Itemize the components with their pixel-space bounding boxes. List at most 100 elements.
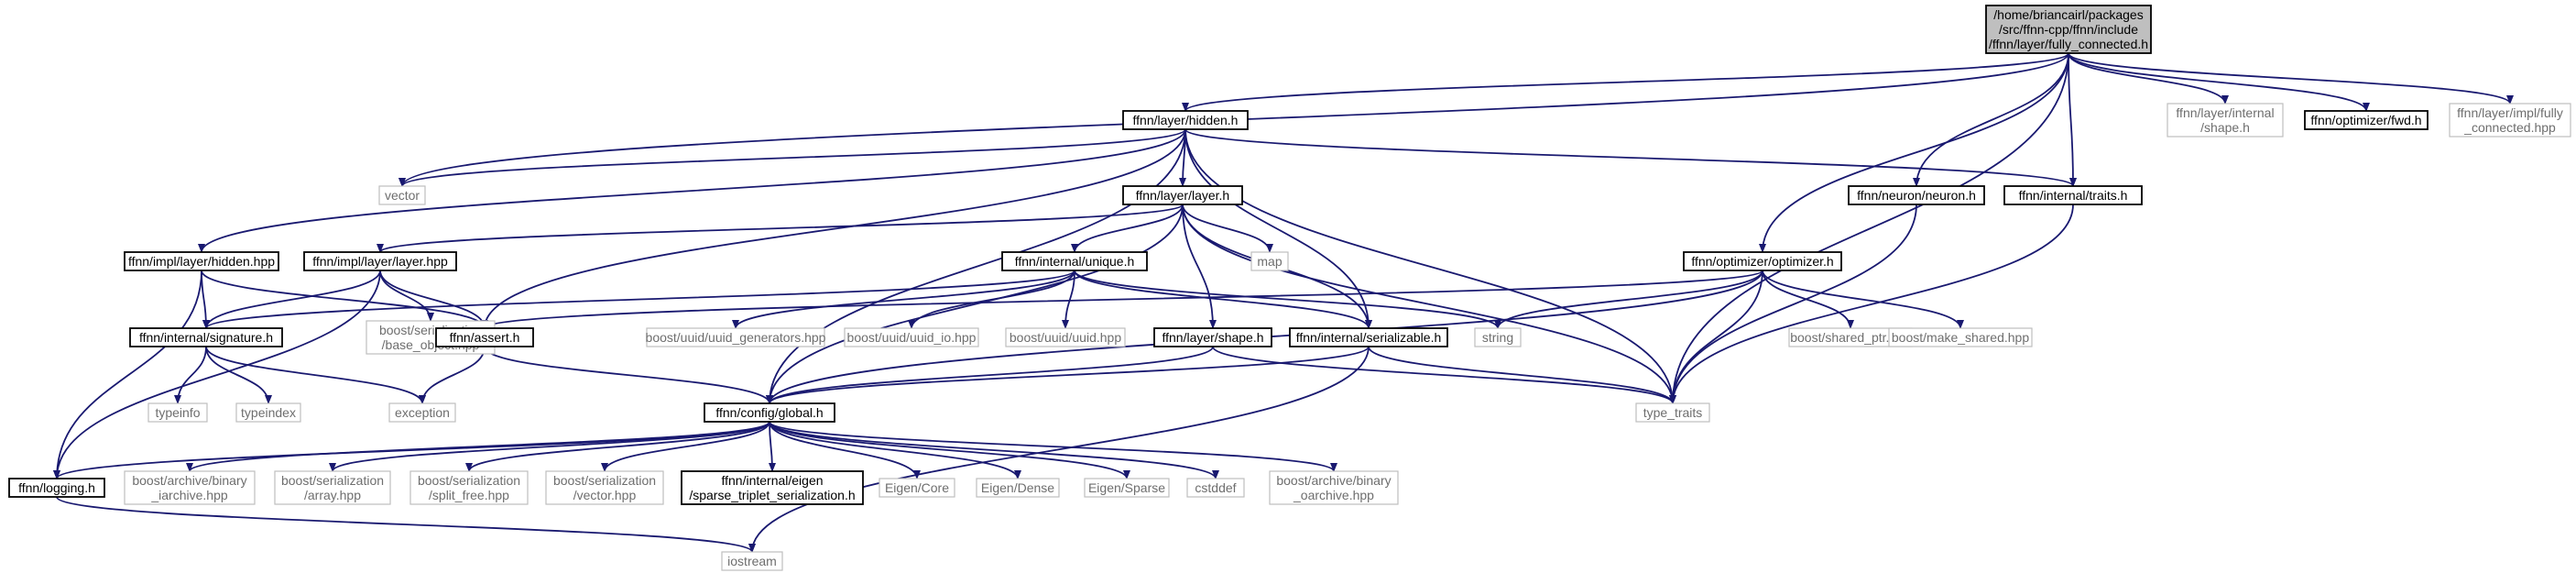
node-box (1001, 251, 1148, 271)
node-box (147, 402, 208, 423)
edge-global_h-to-eigen_core (769, 421, 921, 479)
node-box (844, 327, 979, 347)
node-serializable-h[interactable]: ffnn/internal/serializable.h (1289, 327, 1448, 347)
edge-hidden_h-to-vector (398, 128, 1186, 187)
node-eigen-triplet[interactable]: ffnn/internal/eigen/sparse_triplet_seria… (681, 470, 864, 505)
node-label: Eigen/Core (885, 480, 949, 495)
node-label: /home/briancairl/packages (1993, 7, 2143, 22)
edge-impl_hidden_hpp-to-assert_h (201, 270, 488, 329)
node-label: ffnn/assert.h (450, 330, 520, 345)
node-box (1186, 478, 1245, 498)
node-box (879, 478, 955, 498)
node-binary-iarchive: boost/archive/binary_iarchive.hpp (124, 470, 256, 505)
node-binary-oarchive: boost/archive/binary_oarchive.hpp (1269, 470, 1399, 505)
node-impl-layer-hpp[interactable]: ffnn/impl/layer/layer.hpp (303, 251, 457, 271)
node-label: ffnn/neuron/neuron.h (1857, 188, 1976, 203)
node-label: ffnn/optimizer/fwd.h (2310, 113, 2421, 127)
node-shared-ptr: boost/shared_ptr.hpp (1788, 327, 1913, 347)
node-box (1848, 185, 1985, 205)
node-box (8, 478, 105, 498)
node-label: ffnn/layer/internal (2176, 105, 2274, 120)
edge-impl_layer_hpp-to-signature_h (202, 270, 381, 329)
node-label: /ffnn/layer/fully_connected.h (1989, 37, 2148, 51)
node-box (2304, 110, 2429, 130)
node-ser-vector: boost/serialization/vector.hpp (545, 470, 664, 505)
edge-layer_h-to-global_h (766, 204, 1184, 404)
edge-hidden_h-to-type_traits (1184, 128, 1676, 404)
node-exception: exception (388, 402, 456, 423)
node-hidden-h[interactable]: ffnn/layer/hidden.h (1122, 110, 1249, 130)
node-optimizer-h[interactable]: ffnn/optimizer/optimizer.h (1683, 251, 1842, 271)
node-label: _connected.hpp (2463, 120, 2556, 135)
edge-assert_h-to-exception (419, 346, 486, 404)
node-layer-h[interactable]: ffnn/layer/layer.h (1122, 185, 1243, 205)
edge-global_h-to-ser_vector (601, 421, 770, 472)
node-assert-h[interactable]: ffnn/assert.h (435, 327, 534, 347)
node-neuron-h[interactable]: ffnn/neuron/neuron.h (1848, 185, 1985, 205)
edge-unique_h-to-serializable_h (1074, 270, 1372, 329)
node-signature-h[interactable]: ffnn/internal/signature.h (129, 327, 283, 347)
node-layer-shape-h[interactable]: ffnn/layer/shape.h (1153, 327, 1272, 347)
edge-root-to-optimizer_h (1759, 52, 2069, 253)
node-label: ffnn/internal/serializable.h (1296, 330, 1442, 345)
edge-serializable_h-to-iostream (748, 346, 1370, 553)
node-label: boost/uuid/uuid_io.hpp (847, 330, 977, 345)
node-box (1250, 251, 1289, 271)
edge-optimizer_h-to-assert_h (481, 270, 1763, 329)
node-box (274, 470, 391, 505)
node-optimizer-fwd[interactable]: ffnn/optimizer/fwd.h (2304, 110, 2429, 130)
node-box (646, 327, 825, 347)
node-label: ffnn/impl/layer/hidden.hpp (128, 254, 275, 269)
edge-signature_h-to-typeindex (205, 346, 272, 404)
node-logging-h[interactable]: ffnn/logging.h (8, 478, 105, 498)
node-label: _iarchive.hpp (150, 488, 227, 502)
edge-signature_h-to-exception (205, 346, 426, 404)
node-root[interactable]: /home/briancairl/packages/src/ffnn-cpp/f… (1985, 5, 2152, 54)
node-impl-hidden-hpp[interactable]: ffnn/impl/layer/hidden.hpp (124, 251, 279, 271)
node-global-h[interactable]: ffnn/config/global.h (704, 402, 835, 423)
edge-unique_h-to-uuid_generators (732, 270, 1075, 329)
node-box (2449, 103, 2571, 138)
node-box (704, 402, 835, 423)
node-traits-h[interactable]: ffnn/internal/traits.h (2003, 185, 2143, 205)
node-label: map (1257, 254, 1282, 269)
edge-root-to-impl_fully_connected (2068, 52, 2514, 105)
edge-global_h-to-eigen_dense (769, 421, 1021, 479)
edge-optimizer_h-to-string (1494, 270, 1763, 329)
node-eigen-sparse: Eigen/Sparse (1084, 478, 1170, 498)
node-box (681, 470, 864, 505)
node-box (1122, 110, 1249, 130)
edge-optimizer_h-to-type_traits (1669, 270, 1763, 404)
node-label: ffnn/config/global.h (715, 405, 823, 420)
node-box (2003, 185, 2143, 205)
edge-root-to-optimizer_fwd (2068, 52, 2370, 112)
node-box (1683, 251, 1842, 271)
node-eigen-dense: Eigen/Dense (976, 478, 1060, 498)
node-box (545, 470, 664, 505)
node-label: ffnn/internal/unique.h (1015, 254, 1135, 269)
node-label: ffnn/internal/signature.h (139, 330, 273, 345)
edge-root-to-hidden_h (1182, 52, 2069, 112)
edge-root-to-layer_internal_shape (2068, 52, 2229, 105)
node-label: string (1482, 330, 1513, 345)
node-box (1084, 478, 1170, 498)
node-ser-array: boost/serialization/array.hpp (274, 470, 391, 505)
edge-layer_h-to-layer_shape_h (1182, 204, 1217, 329)
node-unique-h[interactable]: ffnn/internal/unique.h (1001, 251, 1148, 271)
edge-logging_h-to-iostream (56, 496, 756, 553)
edge-serializable_h-to-type_traits (1368, 346, 1676, 404)
edge-unique_h-to-signature_h (202, 270, 1075, 329)
edge-impl_layer_hpp-to-logging_h (53, 270, 381, 479)
edge-root-to-type_traits (1669, 52, 2069, 404)
edge-assert_h-to-global_h (484, 346, 773, 404)
edge-global_h-to-eigen_sparse (769, 421, 1130, 479)
node-box (1888, 327, 2033, 347)
edge-signature_h-to-typeinfo (174, 346, 207, 404)
dependency-edges (53, 52, 2514, 553)
edge-root-to-traits_h (2068, 52, 2077, 187)
node-label: ffnn/impl/layer/layer.hpp (312, 254, 448, 269)
node-label: boost/make_shared.hpp (1892, 330, 2029, 345)
dependency-nodes: /home/briancairl/packages/src/ffnn-cpp/f… (8, 5, 2571, 571)
node-box (1153, 327, 1272, 347)
